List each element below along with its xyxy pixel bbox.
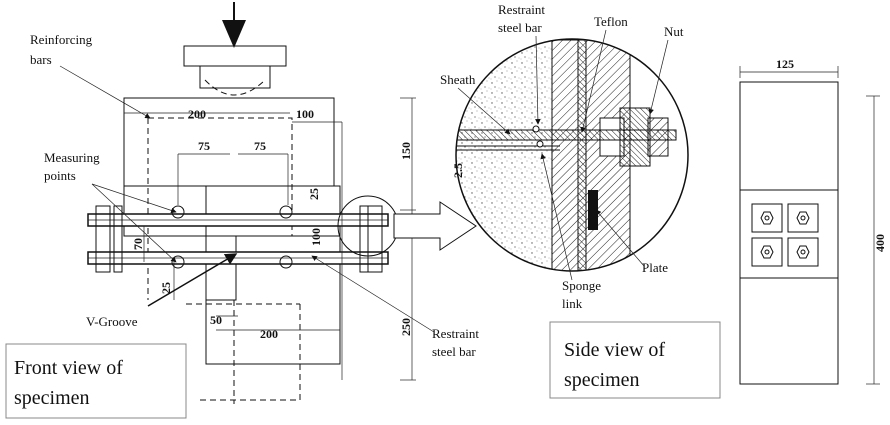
front-caption-line2: specimen — [14, 387, 90, 409]
side-view-detail: Restraint steel bar Teflon Nut Sheath 2.… — [440, 2, 721, 399]
dim-150: 150 — [399, 142, 413, 160]
end-view-nuts — [751, 203, 819, 267]
dim-25-left: 25 — [159, 282, 173, 294]
dim-200-top: 200 — [188, 107, 206, 121]
dim-100: 100 — [296, 107, 314, 121]
dim-75-left: 75 — [198, 139, 210, 153]
front-caption-box — [5, 343, 187, 419]
label-steel-bar: steel bar — [432, 344, 476, 359]
label-steel-bar-side: steel bar — [498, 20, 542, 35]
dim-400: 400 — [873, 234, 887, 252]
dim-50: 50 — [210, 313, 222, 327]
label-sponge: Sponge — [562, 278, 601, 293]
label-teflon: Teflon — [594, 14, 628, 29]
side-caption-line1: Side view of — [564, 339, 665, 361]
dim-25-right: 25 — [307, 188, 321, 200]
side-caption-box — [549, 321, 721, 399]
hex-nut-icon — [796, 211, 810, 225]
load-arrow-icon — [222, 20, 246, 48]
label-plate: Plate — [642, 260, 668, 275]
side-caption-line2: specimen — [564, 369, 640, 391]
dim-75-right: 75 — [254, 139, 266, 153]
front-view: 200 100 75 75 150 25 70 100 25 250 50 20… — [5, 2, 479, 419]
detail-arrow-icon — [393, 201, 477, 251]
measuring-point-icon — [279, 255, 293, 269]
measuring-point-icon — [279, 205, 293, 219]
dim-100-mid: 100 — [309, 228, 323, 246]
label-nut: Nut — [664, 24, 684, 39]
label-link: link — [562, 296, 583, 311]
label-restraint-side: Restraint — [498, 2, 545, 17]
dim-200-bottom: 200 — [260, 327, 278, 341]
label-points: points — [44, 168, 76, 183]
clamp-assembly — [87, 205, 389, 273]
label-v-groove: V-Groove — [86, 314, 138, 329]
hex-nut-icon — [760, 211, 774, 225]
hex-nut-icon — [760, 245, 774, 259]
front-caption-line1: Front view of — [14, 357, 123, 379]
label-reinforcing: Reinforcing — [30, 32, 93, 47]
dim-250: 250 — [399, 318, 413, 336]
label-restraint: Restraint — [432, 326, 479, 341]
label-sheath: Sheath — [440, 72, 476, 87]
hex-nut-icon — [796, 245, 810, 259]
label-measuring: Measuring — [44, 150, 100, 165]
label-bars: bars — [30, 52, 52, 67]
dim-2-5: 2.5 — [451, 163, 465, 178]
dim-125: 125 — [776, 57, 794, 71]
end-view: 125 400 — [739, 57, 887, 385]
dim-70: 70 — [131, 238, 145, 250]
